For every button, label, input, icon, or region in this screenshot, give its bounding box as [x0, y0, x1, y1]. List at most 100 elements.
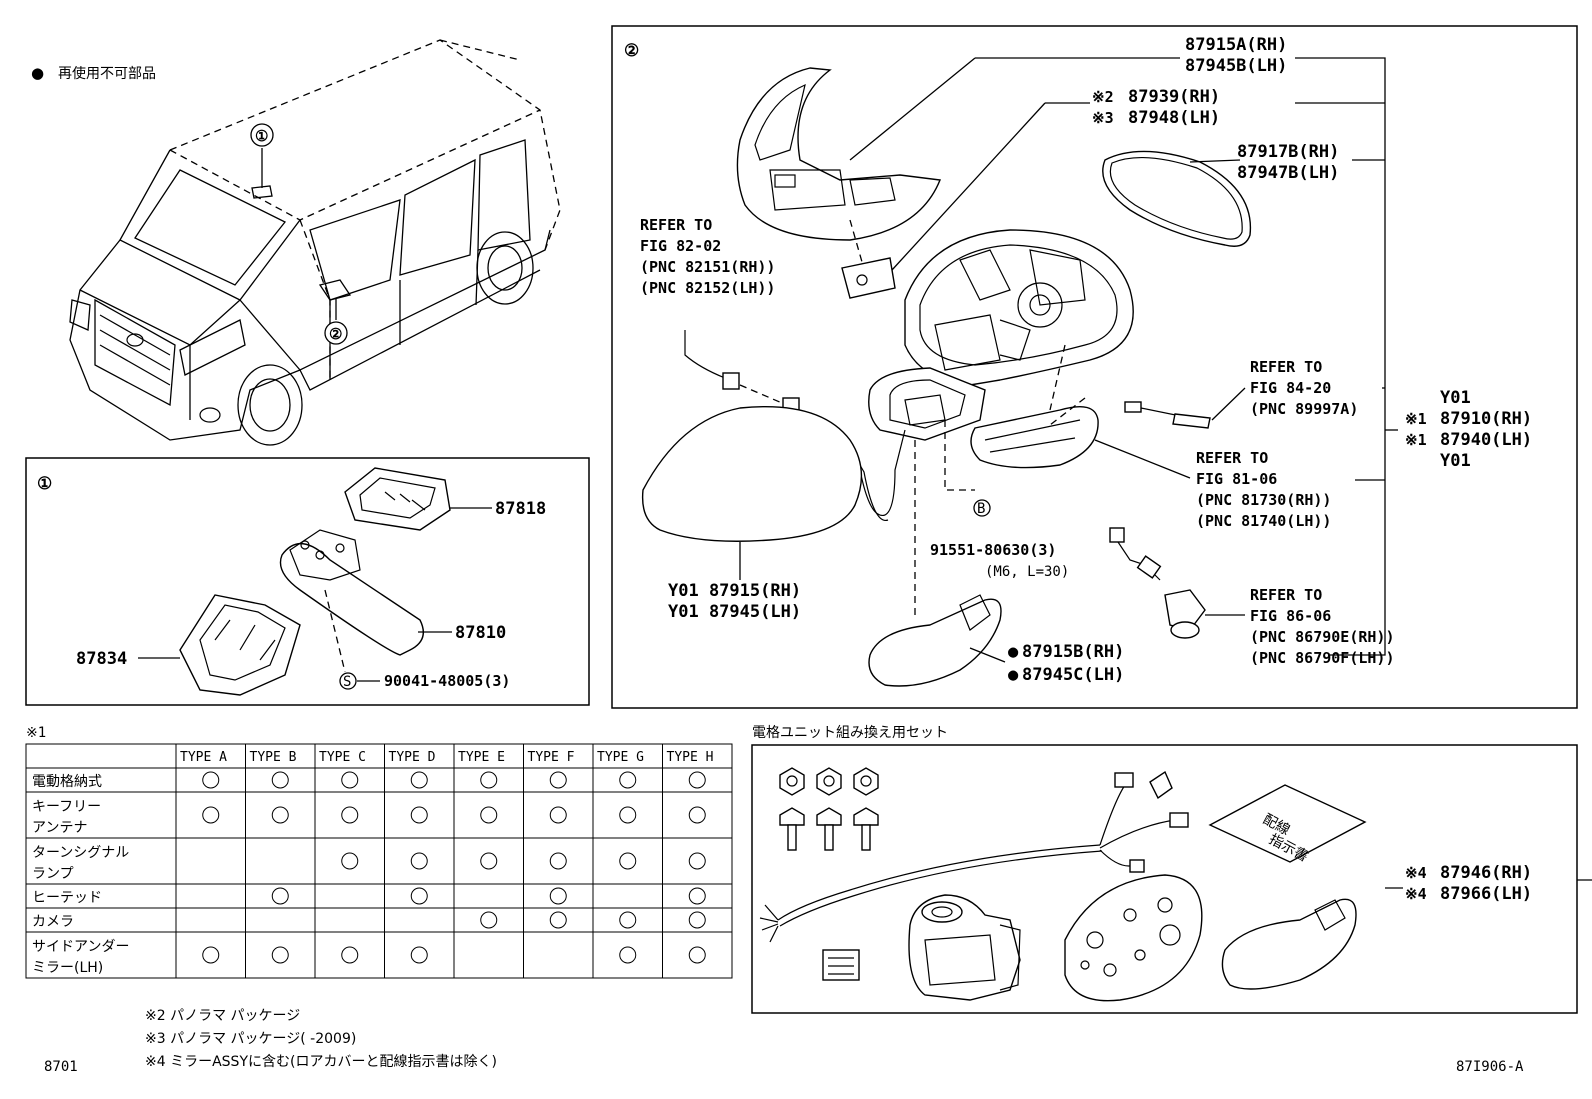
ref81-line3: (PNC 81730(RH))	[1196, 491, 1331, 509]
table-header: TYPE D	[389, 750, 436, 765]
page-code: 8701	[44, 1059, 78, 1075]
bolt-symbol	[973, 499, 991, 517]
table-mark	[271, 806, 289, 824]
table-mark	[271, 887, 289, 905]
pad-rh-label: 87939(RH)	[1128, 87, 1220, 107]
legend-text: 再使用不可部品	[58, 65, 156, 82]
screw-label: 90041-48005(3)	[384, 672, 510, 690]
cover-a-rh-label: 87915A(RH)	[1185, 35, 1287, 55]
part-87818-label: 87818	[495, 499, 546, 519]
table-row-label: ミラー(LH)	[32, 960, 103, 976]
legend-symbol: ●	[31, 64, 44, 82]
part-87915-mirror-cap	[641, 405, 863, 542]
lower-rh-mark: ●	[1008, 642, 1019, 662]
table-mark	[410, 806, 428, 824]
kit-rh-label: 87946(RH)	[1440, 863, 1532, 883]
table-mark	[549, 806, 567, 824]
callout-2	[324, 321, 348, 345]
part-mirror-body-assembly	[868, 229, 1134, 441]
table-mark	[619, 806, 637, 824]
kit-motor-unit	[908, 894, 1021, 1001]
panel-1-label: ①	[37, 474, 52, 494]
table-mark	[480, 806, 498, 824]
table-row-label: アンテナ	[32, 820, 87, 836]
assy-y01-bottom: Y01	[1440, 451, 1471, 471]
bolt-label: 91551-80630(3)	[930, 541, 1056, 559]
table-mark	[271, 771, 289, 789]
table-mark	[271, 946, 289, 964]
table-mark	[410, 852, 428, 870]
table-mark	[202, 946, 220, 964]
ref81-line1: REFER TO	[1196, 449, 1268, 467]
cover-a-lh-label: 87945B(LH)	[1185, 56, 1287, 76]
callout-1-label: ①	[255, 127, 268, 145]
figure-code: 87I906-A	[1456, 1059, 1524, 1075]
vehicle-illustration	[69, 39, 561, 446]
part-87915b-lower-cover	[868, 594, 1002, 687]
ref84-line1: REFER TO	[1250, 358, 1322, 376]
ref82-line3: (PNC 82151(RH))	[640, 258, 775, 276]
kit-wiring-document: 配線 指示書	[1208, 784, 1367, 865]
table-mark	[410, 887, 428, 905]
table-row-label: ランプ	[32, 866, 74, 882]
kit-lh-mark: ※4	[1405, 885, 1427, 903]
table-mark	[619, 946, 637, 964]
table-mark	[688, 806, 706, 824]
ref82-line1: REFER TO	[640, 216, 712, 234]
table-header: TYPE H	[667, 750, 714, 765]
table-mark	[549, 771, 567, 789]
kit-lh-label: 87966(LH)	[1440, 884, 1532, 904]
table-mark	[619, 771, 637, 789]
panel-2-label: ②	[624, 41, 639, 61]
ref86-line4: (PNC 86790F(LH))	[1250, 649, 1395, 667]
part-87915a-upper-cover	[736, 67, 941, 241]
pad-lh-mark: ※3	[1092, 109, 1114, 127]
kit-gasket	[1064, 874, 1203, 1002]
ref82-line2: FIG 82-02	[640, 237, 721, 255]
ref86-line3: (PNC 86790E(RH))	[1250, 628, 1395, 646]
table-mark	[410, 771, 428, 789]
table-row-label: カメラ	[32, 914, 74, 930]
part-87818-bracket	[344, 467, 451, 531]
footnote-4: ※4 ミラーASSYに含む(ロアカバーと配線指示書は除く)	[145, 1054, 497, 1070]
kit-lower-cover	[1221, 898, 1357, 990]
table-mark	[480, 771, 498, 789]
table-header: TYPE A	[180, 750, 227, 765]
part-87917b-mirror-glass	[1102, 150, 1252, 247]
kit-rh-mark: ※4	[1405, 864, 1427, 882]
table-note: ※1	[26, 725, 46, 741]
table-mark	[688, 911, 706, 929]
panel-1-frame	[25, 457, 590, 706]
ref81-line4: (PNC 81740(LH))	[1196, 512, 1331, 530]
table-mark	[341, 946, 359, 964]
glass-rh-label: 87917B(RH)	[1237, 142, 1339, 162]
screw-symbol	[339, 672, 357, 690]
kit-harness	[759, 770, 1189, 943]
ref84-line2: FIG 84-20	[1250, 379, 1331, 397]
table-mark	[619, 852, 637, 870]
callout-1	[250, 123, 274, 147]
table-mark	[480, 852, 498, 870]
part-side-camera	[1109, 527, 1206, 639]
lower-lh-mark: ●	[1008, 665, 1019, 685]
table-header: TYPE E	[458, 750, 505, 765]
table-mark	[410, 946, 428, 964]
screw-symbol-label: S	[343, 674, 351, 690]
ref86-line1: REFER TO	[1250, 586, 1322, 604]
table-row-label: ターンシグナル	[32, 845, 129, 861]
cap-lh-label: Y01 87945(LH)	[668, 602, 801, 622]
table-mark	[341, 852, 359, 870]
assy-lh-label: 87940(LH)	[1440, 430, 1532, 450]
part-87939-pad	[841, 257, 896, 299]
part-87834-label: 87834	[76, 649, 127, 669]
table-mark	[549, 887, 567, 905]
table-row-label: ヒーテッド	[32, 890, 102, 906]
table-row-label: サイドアンダー	[32, 939, 129, 955]
assy-rh-mark: ※1	[1405, 410, 1427, 428]
table-header: TYPE G	[597, 750, 644, 765]
ref82-line4: (PNC 82152(LH))	[640, 279, 775, 297]
table-row-label: キーフリー	[32, 799, 101, 815]
kit-screws	[779, 807, 879, 851]
